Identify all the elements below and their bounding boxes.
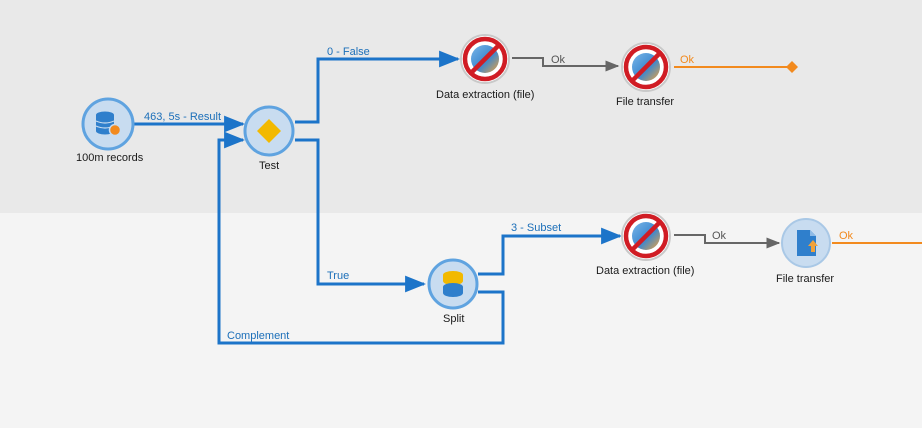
edge-extract-top-ok[interactable]: [512, 57, 620, 72]
node-split[interactable]: [427, 258, 479, 310]
split-database-icon: [443, 271, 463, 297]
node-label-test: Test: [259, 160, 280, 172]
end-diamond-marker: [786, 61, 798, 73]
edge-label-transfer-top-ok: Ok: [680, 54, 695, 66]
edge-extract-bottom-ok[interactable]: [674, 234, 781, 249]
node-label-file-transfer-top: File transfer: [616, 96, 675, 108]
disabled-transfer-icon: [623, 44, 669, 90]
file-upload-icon: [797, 230, 818, 256]
node-data-extraction-bottom[interactable]: [621, 211, 671, 261]
node-label-100m-records: 100m records: [76, 152, 144, 164]
node-100m-records[interactable]: [81, 97, 135, 151]
database-icon: [95, 111, 122, 137]
edge-label-split-complement: Complement: [227, 330, 290, 342]
node-label-split: Split: [443, 313, 465, 325]
edge-label-extract-bottom-ok: Ok: [712, 230, 727, 242]
edge-label-test-true: True: [327, 270, 350, 282]
edge-label-records-test: 463, 5s - Result: [144, 111, 222, 123]
edge-label-test-false: 0 - False: [327, 46, 370, 58]
node-data-extraction-top[interactable]: [460, 34, 510, 84]
edge-split-subset[interactable]: [478, 227, 623, 276]
edge-test-true[interactable]: [295, 138, 427, 293]
disabled-extraction-icon: [462, 36, 508, 82]
node-file-transfer-bottom[interactable]: [781, 218, 831, 268]
edge-label-split-subset: 3 - Subset: [511, 222, 562, 234]
diamond-test-icon: [257, 119, 281, 143]
node-test[interactable]: [243, 105, 295, 157]
node-label-data-extraction-top: Data extraction (file): [436, 89, 535, 101]
top-band: [0, 0, 922, 213]
edge-split-complement[interactable]: [217, 131, 505, 345]
node-label-file-transfer-bottom: File transfer: [776, 273, 835, 285]
bottom-band: [0, 213, 922, 428]
edge-label-transfer-bottom-ok: Ok: [839, 230, 854, 242]
disabled-extraction-icon: [623, 213, 669, 259]
edge-label-extract-top-ok: Ok: [551, 54, 566, 66]
node-file-transfer-top[interactable]: [621, 42, 671, 92]
node-label-data-extraction-bottom: Data extraction (file): [596, 265, 695, 277]
edge-test-false[interactable]: [295, 50, 461, 124]
